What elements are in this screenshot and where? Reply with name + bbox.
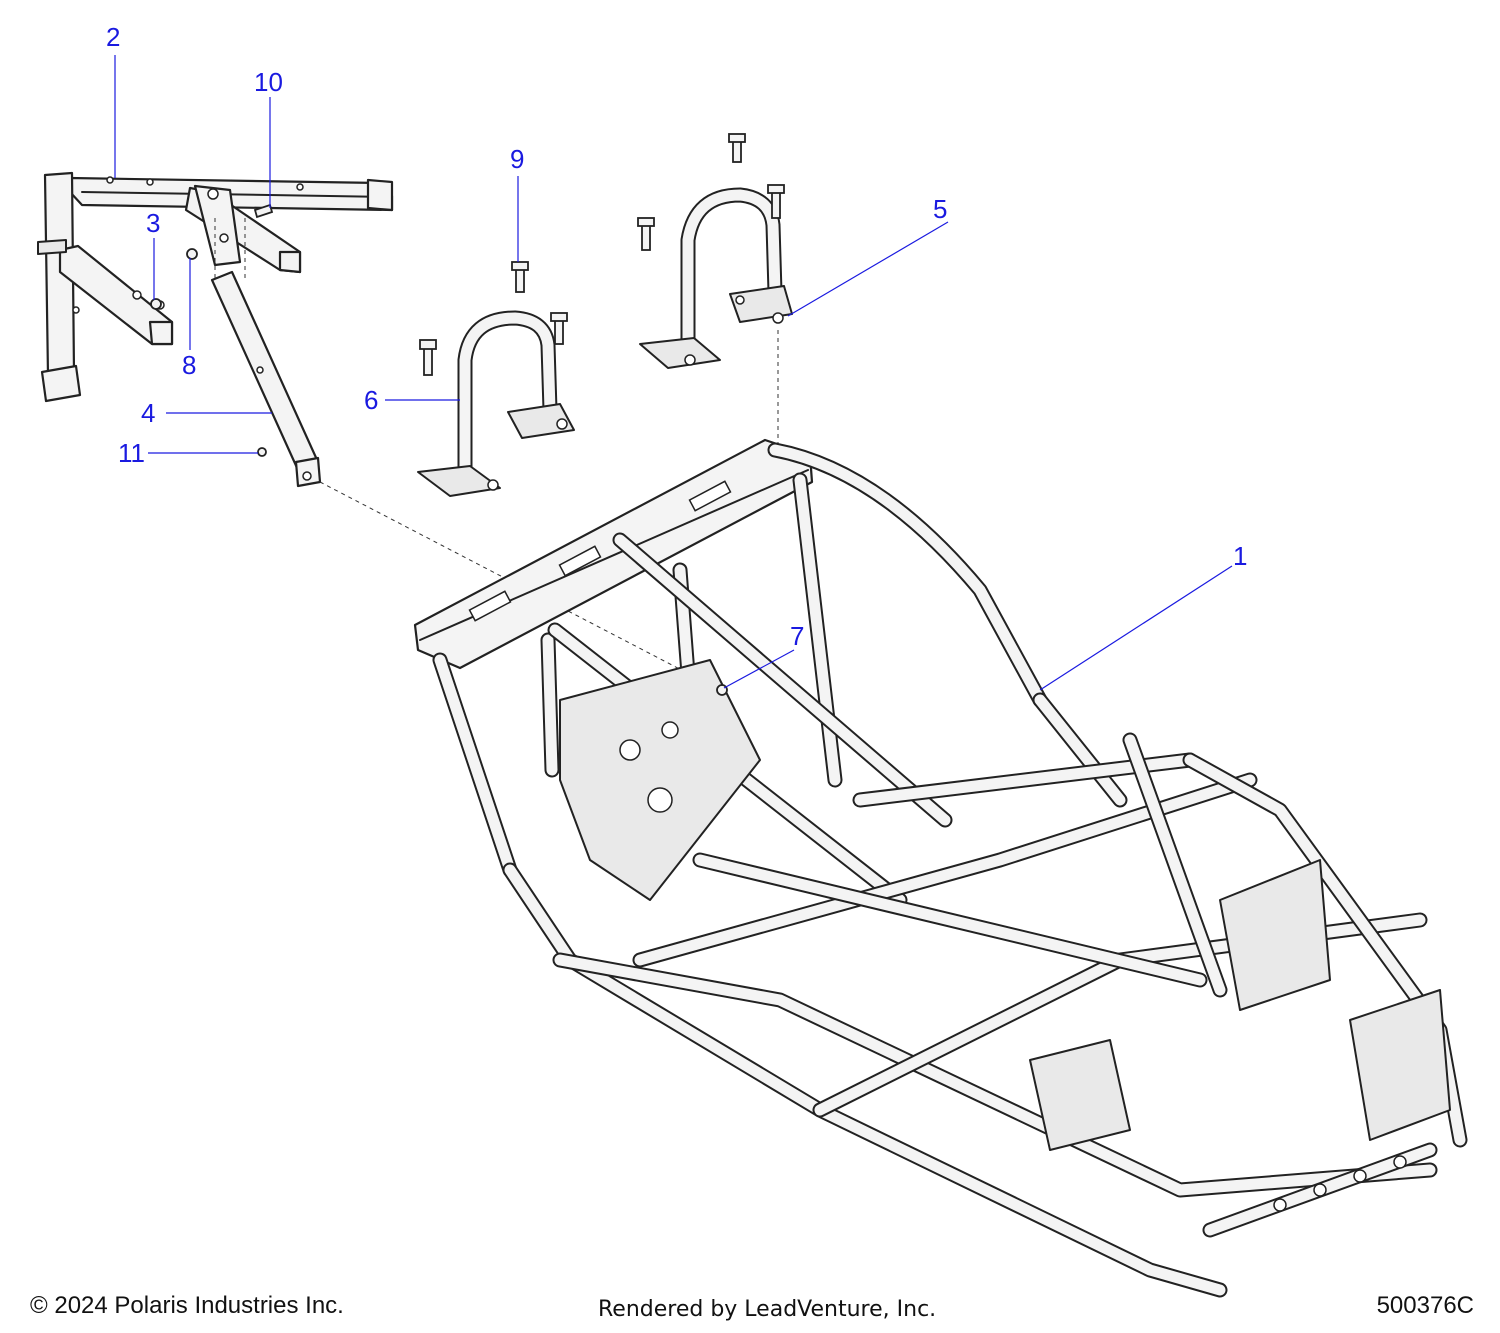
part-8-nut[interactable] (186, 248, 198, 260)
callout-8: 8 (182, 350, 196, 380)
callout-5: 5 (933, 194, 947, 224)
callout-labels: 1 2 3 4 5 6 7 8 9 10 11 (106, 22, 1247, 651)
rendered-by-credit: Rendered by LeadVenture, Inc. (598, 1297, 937, 1322)
part-6-hoop[interactable] (417, 310, 575, 497)
alignment-line-2 (214, 218, 246, 282)
callout-11: 11 (118, 438, 145, 468)
callout-9: 9 (510, 144, 524, 174)
part-2-upper-frame[interactable] (37, 171, 394, 403)
diagram-code: 500376C (1376, 1292, 1474, 1319)
copyright-notice: © 2024 Polaris Industries Inc. (30, 1292, 344, 1319)
callout-3: 3 (146, 208, 160, 238)
callout-leaders (114, 55, 1233, 691)
part-7-nut[interactable] (716, 684, 728, 696)
callout-7: 7 (790, 621, 804, 651)
part-3-nut[interactable] (150, 298, 162, 310)
callout-2: 2 (106, 22, 120, 52)
part-11-nut[interactable] (257, 447, 267, 457)
callout-1: 1 (1233, 541, 1247, 571)
callout-4: 4 (141, 398, 155, 428)
part-1-main-frame[interactable] (413, 438, 1468, 1298)
part-6-bolts (419, 312, 568, 376)
callout-6: 6 (364, 385, 378, 415)
part-5-bolts (637, 133, 785, 251)
callout-10: 10 (254, 67, 283, 97)
part-5-hoop[interactable] (639, 187, 793, 369)
part-9-bolt[interactable] (511, 261, 529, 293)
part-10-bolt[interactable] (253, 203, 274, 219)
